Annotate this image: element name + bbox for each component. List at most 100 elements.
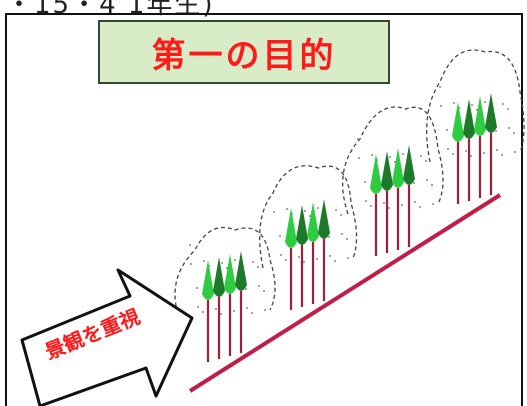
speckle xyxy=(272,192,274,194)
speckle xyxy=(495,130,497,132)
speckle xyxy=(419,206,421,208)
tree-foliage xyxy=(285,208,297,248)
canopy-outline xyxy=(174,226,276,321)
canopy-outline xyxy=(426,49,525,163)
speckle xyxy=(420,155,422,157)
speckle xyxy=(329,255,331,257)
tree-foliage xyxy=(213,257,225,297)
speckle xyxy=(203,260,205,262)
tree-group xyxy=(174,226,276,362)
speckle xyxy=(233,310,235,312)
speckle xyxy=(357,138,359,140)
tree-foliage xyxy=(318,199,330,239)
speckle xyxy=(383,202,385,204)
speckle xyxy=(234,259,236,261)
tree-foliage xyxy=(392,148,404,188)
speckle xyxy=(273,211,275,213)
speckle xyxy=(258,285,260,287)
speckle xyxy=(389,156,391,158)
speckle xyxy=(298,256,300,258)
outer-border xyxy=(5,13,523,406)
speckle xyxy=(286,208,288,210)
speckle xyxy=(280,254,282,256)
tree-foliage xyxy=(452,102,464,142)
speckle xyxy=(414,201,416,203)
tree-foliage xyxy=(307,202,319,242)
speckle xyxy=(334,260,336,262)
speckle xyxy=(431,184,433,186)
tree-foliage xyxy=(485,93,497,133)
tree-group xyxy=(342,106,444,256)
speckle xyxy=(196,287,198,289)
speckle xyxy=(264,309,266,311)
tree-foliage xyxy=(474,96,486,136)
speckle xyxy=(514,151,516,153)
speckle xyxy=(347,257,349,259)
canopy-outline xyxy=(259,165,358,269)
speckle xyxy=(446,129,448,131)
speckle xyxy=(476,109,478,111)
speckle xyxy=(365,200,367,202)
speckle xyxy=(413,182,415,184)
speckle xyxy=(304,210,306,212)
speckle xyxy=(402,153,404,155)
speckle xyxy=(426,179,428,181)
speckle xyxy=(440,105,442,107)
speckle xyxy=(346,238,348,240)
tree-group xyxy=(259,165,358,310)
speckle xyxy=(303,261,305,263)
speckle xyxy=(251,312,253,314)
speckle xyxy=(364,181,366,183)
speckle xyxy=(513,132,515,134)
speckle xyxy=(257,266,259,268)
speckle xyxy=(470,155,472,157)
title-box: 第一の目的 xyxy=(98,20,390,84)
speckle xyxy=(215,308,217,310)
tree-groups xyxy=(174,49,525,362)
speckle xyxy=(507,108,509,110)
arrow-shape xyxy=(20,268,194,406)
tree-foliage xyxy=(224,254,236,294)
speckle xyxy=(309,215,311,217)
speckle xyxy=(221,262,223,264)
speckle xyxy=(252,261,254,263)
speckle xyxy=(189,244,191,246)
speckle xyxy=(263,290,265,292)
speckle xyxy=(471,104,473,106)
canopy-outline xyxy=(342,106,444,215)
speckle xyxy=(358,157,360,159)
speckle xyxy=(316,258,318,260)
ground-slope xyxy=(188,193,502,393)
speckle xyxy=(496,149,498,151)
tree-foliage xyxy=(463,99,475,139)
tree-foliage xyxy=(381,151,393,191)
speckle xyxy=(245,288,247,290)
speckle xyxy=(394,161,396,163)
speckle xyxy=(453,102,455,104)
speckle xyxy=(340,214,342,216)
speckle xyxy=(370,205,372,207)
speckle xyxy=(465,150,467,152)
tree-foliage xyxy=(202,260,214,300)
speckle xyxy=(317,207,319,209)
speckle xyxy=(425,160,427,162)
speckle xyxy=(501,154,503,156)
speckle xyxy=(190,263,192,265)
speckle xyxy=(508,127,510,129)
speckle xyxy=(502,103,504,105)
speckle xyxy=(220,313,222,315)
speckle xyxy=(226,267,228,269)
speckle xyxy=(285,259,287,261)
speckle xyxy=(341,233,343,235)
speckle xyxy=(246,307,248,309)
speckle xyxy=(439,86,441,88)
tree-foliage xyxy=(235,251,247,291)
speckle xyxy=(452,153,454,155)
title-text: 第一の目的 xyxy=(151,35,337,76)
speckle xyxy=(202,311,204,313)
speckle xyxy=(432,203,434,205)
tree-foliage xyxy=(370,154,382,194)
tree-foliage xyxy=(296,205,308,245)
tree-group xyxy=(426,49,525,204)
